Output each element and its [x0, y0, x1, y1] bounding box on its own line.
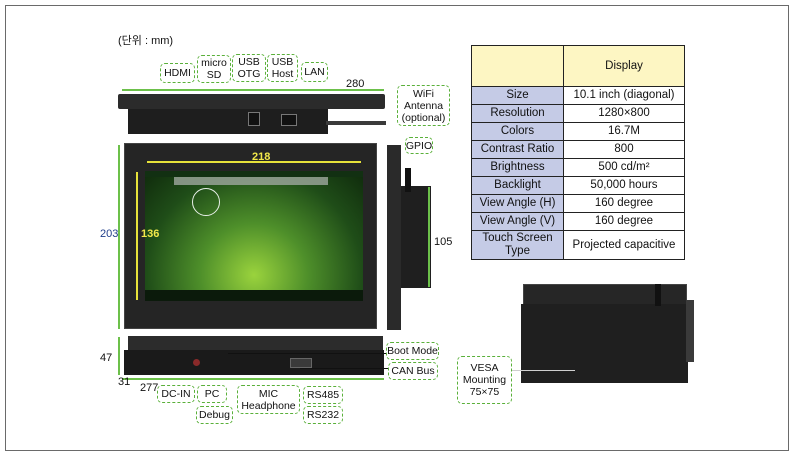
diagram-frame — [5, 5, 789, 451]
vesa-leader — [511, 370, 575, 371]
tag-lan: LAN — [301, 62, 328, 82]
tag-usb-host: USB Host — [267, 54, 298, 82]
gpio-connector — [405, 168, 411, 192]
tag-mic-headphone: MIC Headphone — [237, 385, 300, 414]
lan-port — [281, 114, 297, 126]
boot-leader — [228, 353, 386, 354]
spec-header-display: Display — [563, 45, 685, 87]
tag-dc-in: DC-IN — [157, 385, 195, 403]
wifi-antenna-rod — [326, 121, 386, 125]
dim-line-277 — [122, 378, 384, 380]
tag-rs485: RS485 — [303, 386, 343, 404]
dim-136: 136 — [141, 228, 160, 240]
spec-key: Resolution — [471, 104, 564, 123]
dim-line-47 — [118, 337, 120, 375]
tag-boot-mode: Boot Mode — [386, 342, 439, 360]
spec-value: Projected capacitive — [563, 230, 685, 260]
dim-line-105 — [428, 187, 430, 287]
dim-277: 277 — [140, 382, 159, 394]
dim-203: 203 — [100, 228, 119, 240]
spec-key: View Angle (V) — [471, 212, 564, 231]
dim-line-203 — [118, 145, 120, 329]
spec-key: Backlight — [471, 176, 564, 195]
screen-nav-bar — [145, 290, 363, 301]
spec-value: 10.1 inch (diagonal) — [563, 86, 685, 105]
dim-105: 105 — [434, 236, 453, 248]
spec-value: 160 degree — [563, 194, 685, 213]
tag-rs232: RS232 — [303, 406, 343, 424]
spec-row: View Angle (H)160 degree — [471, 194, 685, 213]
spec-header-blank — [471, 45, 564, 87]
screen-search-bar — [174, 177, 328, 185]
spec-header-row: Display — [471, 45, 685, 87]
tag-hdmi: HDMI — [160, 63, 195, 83]
rs-connector — [290, 358, 312, 368]
spec-value: 500 cd/m² — [563, 158, 685, 177]
tag-gpio: GPIO — [405, 137, 433, 154]
spec-row: View Angle (V)160 degree — [471, 212, 685, 231]
spec-key: View Angle (H) — [471, 194, 564, 213]
spec-key: Colors — [471, 122, 564, 141]
tag-usb-otg: USB OTG — [232, 54, 266, 82]
spec-value: 800 — [563, 140, 685, 159]
dim-31: 31 — [118, 376, 131, 388]
tag-vesa-mounting: VESA Mounting 75×75 — [457, 356, 512, 404]
side-view-body — [401, 186, 431, 288]
tag-wifi-antenna: WiFi Antenna (optional) — [397, 85, 450, 126]
bottom-view-body — [128, 336, 383, 350]
dim-line-136 — [136, 172, 138, 300]
spec-value: 1280×800 — [563, 104, 685, 123]
rear-antenna — [655, 284, 661, 306]
tag-debug: Debug — [196, 406, 233, 424]
rear-view-panel — [521, 304, 688, 383]
dim-line-280 — [122, 89, 384, 91]
spec-value: 160 degree — [563, 212, 685, 231]
spec-key: Contrast Ratio — [471, 140, 564, 159]
dim-280: 280 — [346, 78, 365, 90]
spec-value: 50,000 hours — [563, 176, 685, 195]
spec-key: Touch Screen Type — [471, 230, 564, 260]
rear-connector — [686, 300, 694, 362]
usb-port — [248, 112, 260, 126]
side-view-bezel — [387, 145, 401, 330]
screen-status-bar — [145, 171, 363, 177]
bottom-view-bezel — [124, 350, 384, 375]
front-screen — [145, 171, 363, 301]
dc-in-port — [193, 359, 200, 366]
dim-line-218 — [147, 161, 361, 163]
unit-label: (단위 : mm) — [118, 35, 174, 47]
top-view-body — [128, 109, 328, 134]
spec-key: Size — [471, 86, 564, 105]
tag-pc: PC — [197, 385, 227, 403]
can-leader — [300, 368, 388, 369]
dim-47: 47 — [100, 352, 113, 364]
tag-micro-sd: micro SD — [197, 55, 231, 83]
top-view-device — [118, 94, 385, 109]
spec-value: 16.7M — [563, 122, 685, 141]
tag-can-bus: CAN Bus — [388, 362, 438, 380]
clock-icon — [192, 188, 220, 216]
spec-key: Brightness — [471, 158, 564, 177]
dim-218: 218 — [252, 151, 271, 163]
